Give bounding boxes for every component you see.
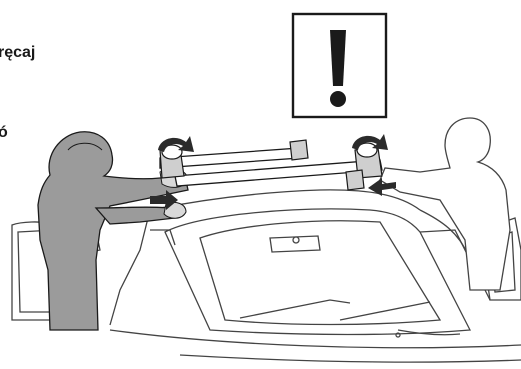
roof-rack [160, 140, 382, 190]
warning-panel [293, 14, 386, 117]
person-right [380, 118, 510, 290]
exclamation-icon [330, 30, 346, 107]
